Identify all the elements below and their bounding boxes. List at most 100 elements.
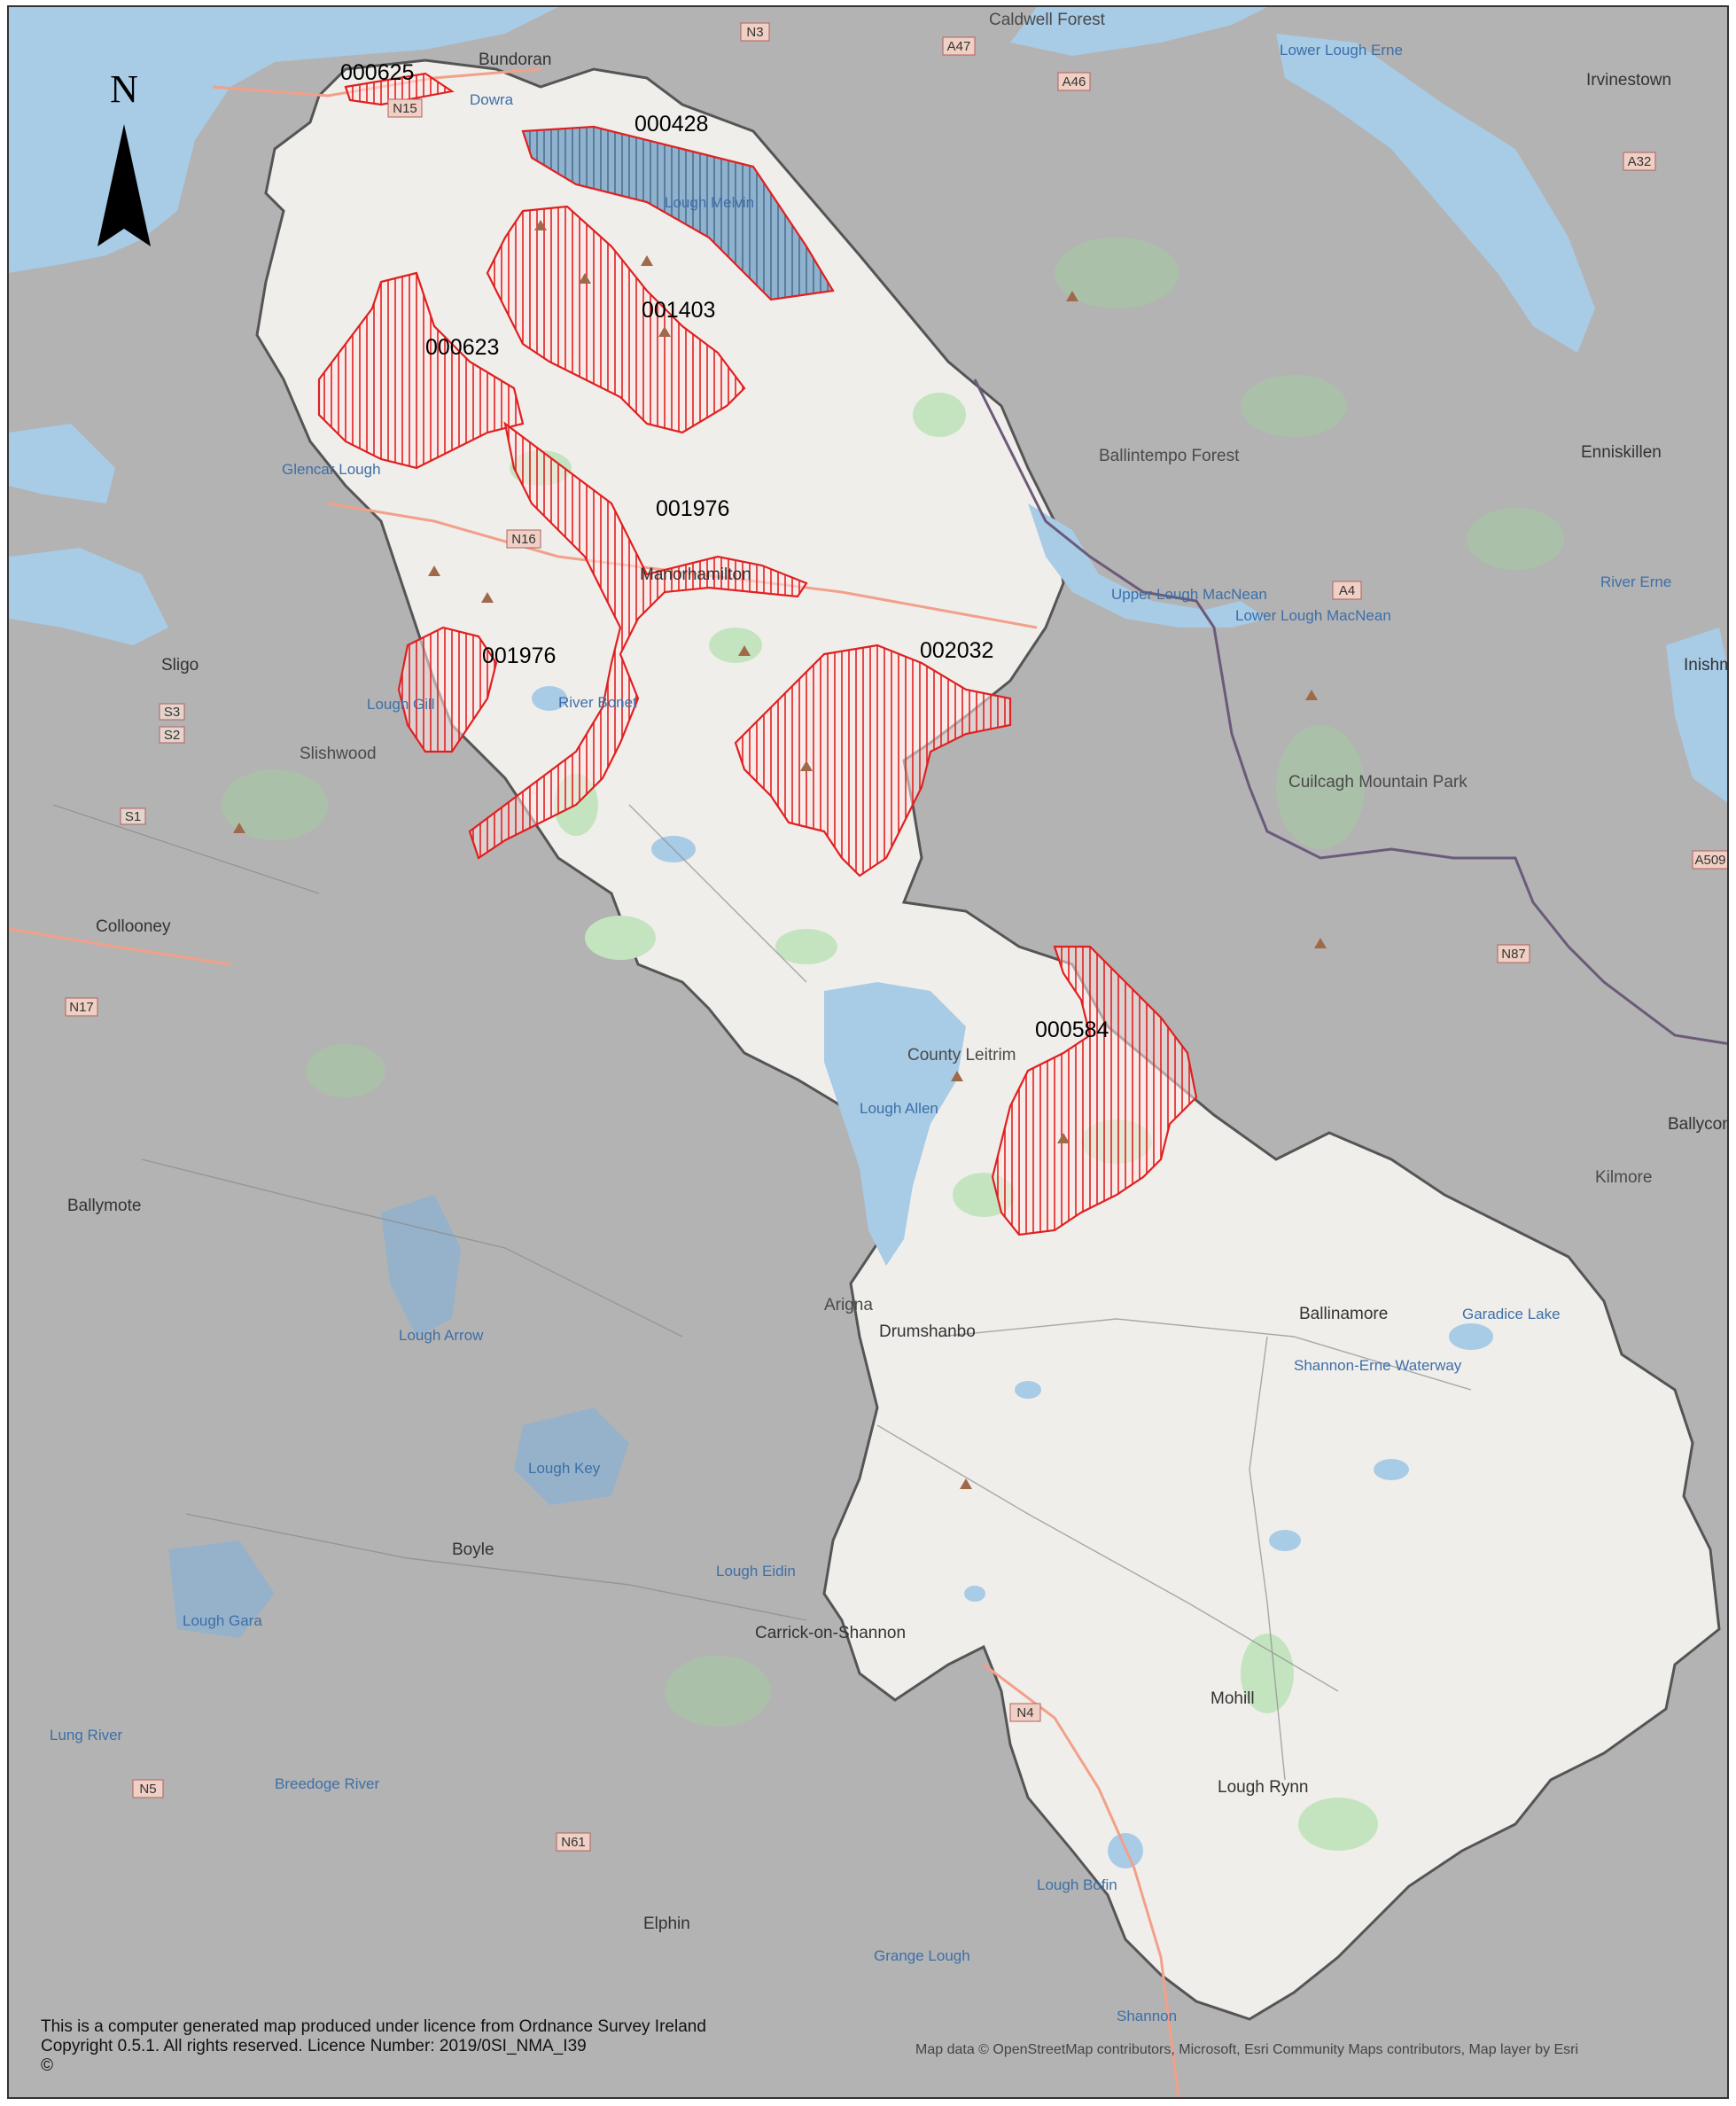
place-label: Lough Eidin <box>716 1563 796 1580</box>
site-label[interactable]: 001976 <box>482 644 556 668</box>
road-shield-label: A47 <box>947 39 971 54</box>
place-label: Grange Lough <box>874 1947 970 1964</box>
place-label: County Leitrim <box>907 1046 1016 1065</box>
lough-allen-shape <box>824 982 966 1266</box>
place-label: River Erne <box>1600 573 1671 590</box>
lough-key-shape <box>514 1408 629 1505</box>
place-label: Shannon-Erne Waterway <box>1294 1357 1462 1374</box>
place-label: Lough Melvin <box>665 194 754 211</box>
place-label: Elphin <box>643 1915 690 1933</box>
place-label: Lough Arrow <box>399 1327 484 1344</box>
place-label: Dowra <box>470 91 514 108</box>
place-label: Lung River <box>50 1727 123 1743</box>
sac-000428[interactable] <box>521 125 835 301</box>
hill-markers <box>233 220 1327 1489</box>
place-label: Shannon <box>1117 2008 1177 2024</box>
map-frame: N 000625 000428 001403 000623 001976 001… <box>7 5 1729 2099</box>
place-label: Lough Key <box>528 1460 601 1477</box>
road-shield-label: S3 <box>164 705 180 720</box>
lough-gill-west <box>9 548 168 645</box>
road-shield-label: A32 <box>1628 154 1652 169</box>
road-shield-label: A509 <box>1694 853 1725 868</box>
site-label[interactable]: 002032 <box>920 638 993 663</box>
site-label[interactable]: 001976 <box>656 496 729 521</box>
place-label: Lower Lough Erne <box>1280 42 1403 58</box>
place-label: Slishwood <box>300 745 377 763</box>
ni-border <box>973 378 1727 1045</box>
map-canvas[interactable]: N 000625 000428 001403 000623 001976 001… <box>9 7 1729 2099</box>
place-label: Collooney <box>96 917 171 936</box>
place-label: Glencar Lough <box>282 461 381 478</box>
place-label: Lough Gara <box>183 1612 262 1629</box>
sac-000584[interactable] <box>991 945 1198 1236</box>
upper-lough-erne <box>1666 628 1727 803</box>
place-label: Caldwell Forest <box>989 11 1106 29</box>
site-label[interactable]: 000428 <box>634 112 708 136</box>
place-label: Enniskillen <box>1581 443 1662 462</box>
place-label: Sligo <box>161 656 199 675</box>
lough-melvin-north <box>1010 7 1267 56</box>
road-shield-label: N15 <box>393 101 417 116</box>
road-shield-label: N3 <box>746 25 763 40</box>
sac-001976a[interactable] <box>468 421 808 860</box>
lough-macnean-shape <box>1028 503 1267 628</box>
map-attribution: Map data © OpenStreetMap contributors, M… <box>915 2042 1579 2057</box>
licence-line: © <box>41 2056 53 2075</box>
place-label: Arigna <box>824 1296 873 1314</box>
site-label[interactable]: 000625 <box>340 60 414 85</box>
sac-sites <box>317 72 1198 1236</box>
sac-001976b[interactable] <box>397 626 498 753</box>
place-label: Ballinamore <box>1299 1305 1388 1323</box>
place-label: Mohill <box>1211 1689 1255 1708</box>
road-shield-label: A46 <box>1063 74 1086 90</box>
road-shields: N15 N3 A47 A46 A32 N16 A4 S3 S2 S1 N17 N… <box>65 22 1727 1852</box>
place-label: River Bonet <box>558 694 637 711</box>
place-label: Lough Bofin <box>1037 1876 1117 1893</box>
place-label: Ballyconnell <box>1668 1115 1729 1134</box>
place-label: Lough Rynn <box>1218 1778 1308 1797</box>
road-shield-label: S1 <box>125 809 141 824</box>
place-label: Drumshanbo <box>879 1322 976 1341</box>
licence-text: This is a computer generated map produce… <box>41 2017 891 2076</box>
site-label[interactable]: 001403 <box>642 298 715 323</box>
place-label: Irvinestown <box>1586 71 1671 90</box>
road-shield-label: A4 <box>1339 583 1355 598</box>
road-shield-label: N16 <box>511 532 536 547</box>
sligo-harbour <box>9 424 115 503</box>
lower-lough-erne <box>1276 34 1595 353</box>
place-label: Breedoge River <box>275 1775 379 1792</box>
minor-roads <box>52 804 1472 1781</box>
site-label[interactable]: 000584 <box>1035 1018 1109 1042</box>
place-label: Manorhamilton <box>640 566 751 584</box>
place-label: Lough Gill <box>367 696 435 713</box>
north-arrow-label: N <box>110 67 138 111</box>
place-label: Bundoran <box>479 51 551 69</box>
sac-002032[interactable] <box>734 644 1012 878</box>
road-shield-label: S2 <box>164 728 180 743</box>
road-shield-label: N61 <box>561 1835 586 1850</box>
road-shield-label: N17 <box>69 1000 94 1015</box>
sac-001403[interactable] <box>486 205 746 434</box>
place-label: Cuilcagh Mountain Park <box>1288 773 1467 792</box>
lough-arrow-shape <box>381 1195 461 1337</box>
road-shield-label: N4 <box>1016 1705 1033 1720</box>
licence-line: Copyright 0.5.1. All rights reserved. Li… <box>41 2037 587 2055</box>
site-label[interactable]: 000623 <box>425 335 499 360</box>
road-shield-label: N87 <box>1501 947 1526 962</box>
donegal-bay <box>9 7 558 273</box>
site-labels: 000625 000428 001403 000623 001976 00197… <box>340 60 1109 1042</box>
place-label: Lower Lough MacNean <box>1235 607 1391 624</box>
road-shield-label: N5 <box>139 1782 156 1797</box>
place-labels: Bundoran Irvinestown Enniskillen Ballint… <box>50 11 1729 2024</box>
place-label: Lough Allen <box>860 1100 938 1117</box>
sac-000625[interactable] <box>344 72 455 106</box>
sac-000623[interactable] <box>317 271 525 470</box>
place-label: Ballymote <box>67 1197 141 1215</box>
place-label: Garadice Lake <box>1462 1306 1561 1322</box>
licence-line: This is a computer generated map produce… <box>41 2017 706 2036</box>
place-label: Ballintempo Forest <box>1099 447 1240 465</box>
place-label: Kilmore <box>1595 1168 1652 1187</box>
place-label: Inishmore <box>1684 656 1729 675</box>
lough-gara-shape <box>168 1540 275 1638</box>
place-label: Upper Lough MacNean <box>1111 586 1267 603</box>
